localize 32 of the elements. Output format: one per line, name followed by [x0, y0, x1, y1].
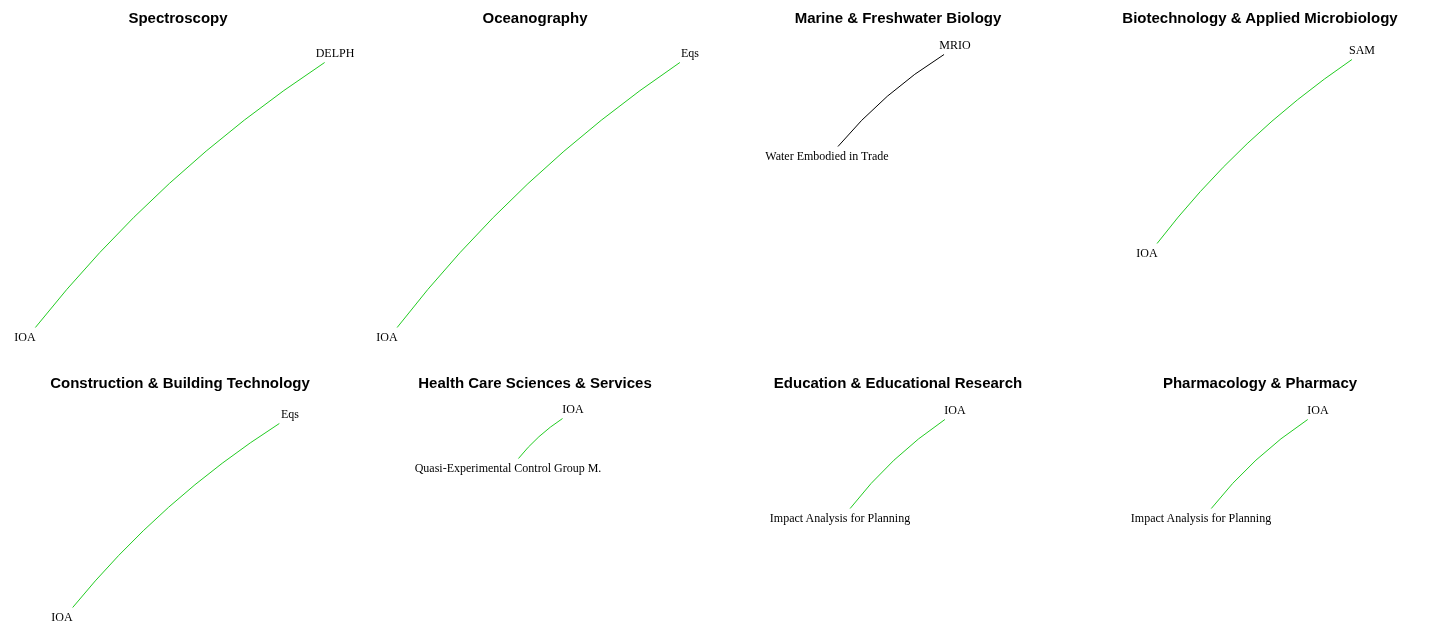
connector-line [72, 423, 280, 608]
connector-line [396, 62, 681, 328]
node-label: SAM [1349, 42, 1375, 58]
connector-line [517, 418, 564, 459]
node-label: DELPH [315, 45, 355, 61]
node-label: IOA [51, 609, 73, 624]
panel-title: Pharmacology & Pharmacy [1162, 372, 1358, 393]
connector-line [34, 62, 326, 328]
node-label: MRIO [939, 37, 971, 53]
node-label: Quasi-Experimental Control Group M. [414, 460, 602, 476]
panel-title: Spectroscopy [128, 7, 228, 28]
node-label: Impact Analysis for Planning [769, 510, 911, 526]
panel-title: Biotechnology & Applied Microbiology [1122, 7, 1398, 28]
connector-line [1210, 419, 1309, 509]
node-label: Eqs [281, 406, 299, 422]
node-label: Impact Analysis for Planning [1130, 510, 1272, 526]
panel-title: Education & Educational Research [773, 372, 1023, 393]
node-label: IOA [14, 329, 36, 345]
connector-line [1156, 59, 1353, 244]
node-label: IOA [376, 329, 398, 345]
node-label: Eqs [681, 45, 699, 61]
node-label: Water Embodied in Trade [765, 148, 889, 164]
panel-title: Health Care Sciences & Services [418, 372, 652, 393]
connector-line [837, 54, 945, 147]
panel-title: Marine & Freshwater Biology [794, 7, 1002, 28]
node-label: IOA [1307, 402, 1329, 418]
panel-title: Oceanography [482, 7, 588, 28]
node-label: IOA [1136, 245, 1158, 261]
node-label: IOA [562, 401, 584, 417]
node-label: IOA [944, 402, 966, 418]
connector-line [849, 419, 946, 509]
panel-title: Construction & Building Technology [50, 372, 310, 393]
